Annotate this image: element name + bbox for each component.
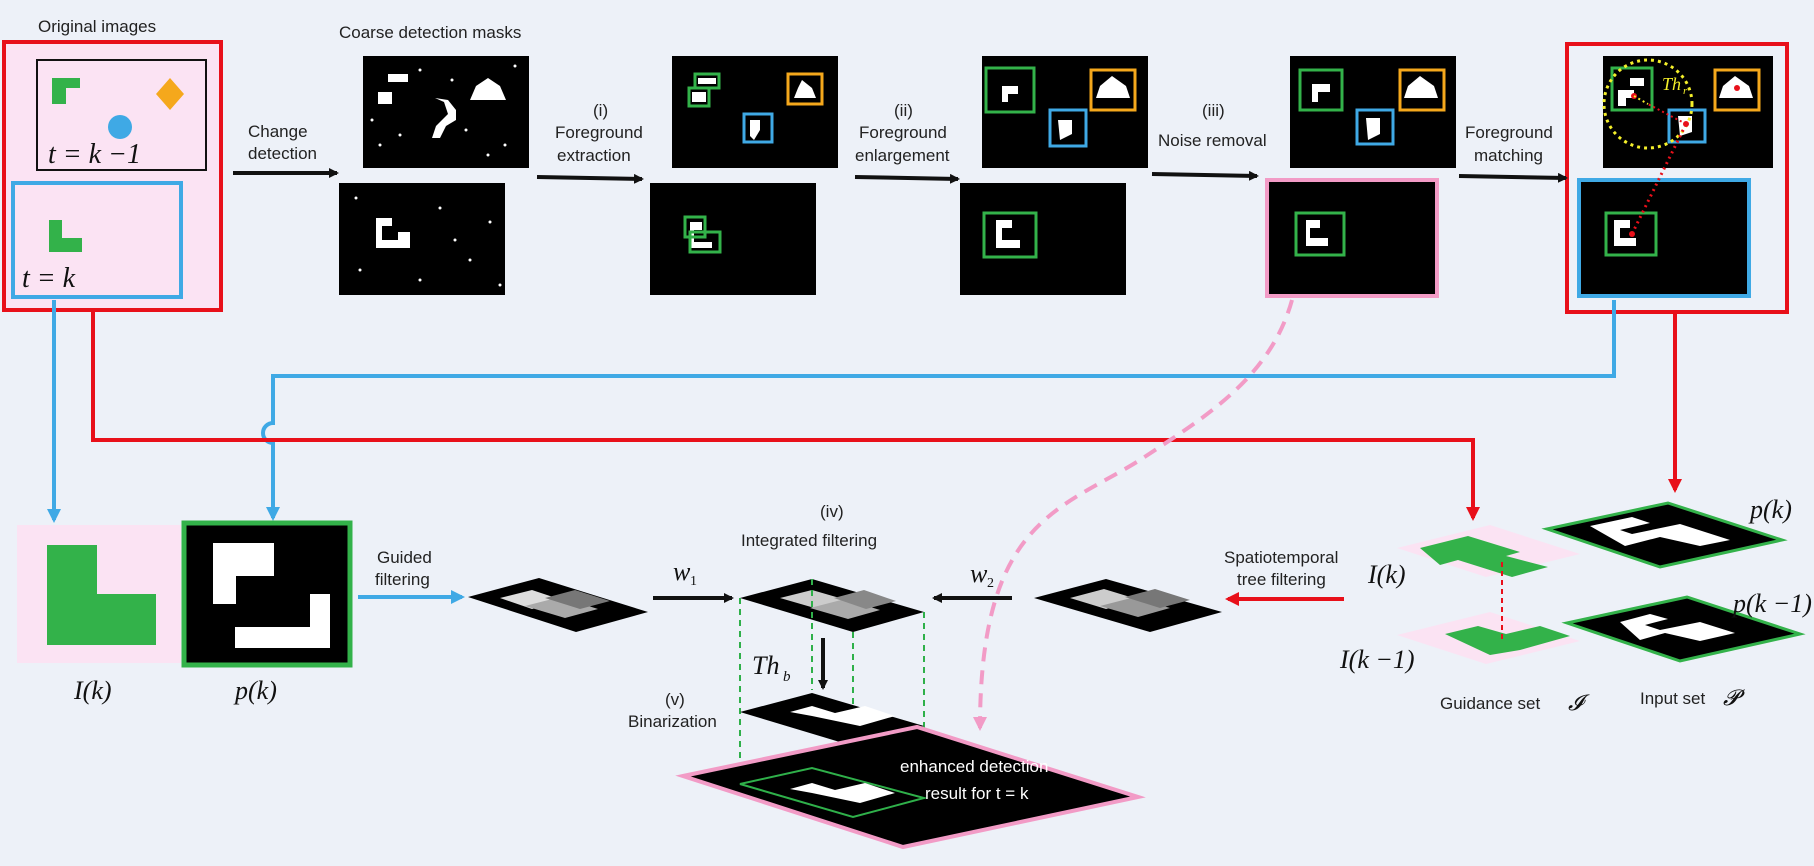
Ik-label: I(k) (73, 676, 112, 705)
orange-diamond-shape (156, 78, 184, 110)
arrow-foreground-matching (1458, 172, 1568, 183)
mask-matching-k (1577, 123, 1751, 298)
input-set-label: Input set (1640, 689, 1705, 708)
arrow-step-i (536, 173, 644, 184)
guided-filtering-label: Guided filtering (375, 548, 432, 589)
change-detection-label: Change detection (248, 122, 317, 163)
thr-label: Th (1662, 74, 1681, 94)
arrow-step-ii (854, 173, 960, 184)
step-ii-label: (ii) Foreground enlargement (855, 101, 950, 165)
binarized-result (740, 693, 924, 746)
green-object-shape (52, 78, 80, 104)
step-iii-label: (iii) Noise removal (1158, 101, 1267, 150)
svg-text:Foreground: Foreground (555, 123, 643, 142)
svg-text:Noise removal: Noise removal (1158, 131, 1267, 150)
t-km1-label: t = k −1 (48, 139, 141, 170)
Ik-set-label: I(k) (1367, 560, 1406, 589)
svg-text:matching: matching (1474, 146, 1543, 165)
svg-text:(iii): (iii) (1202, 101, 1225, 120)
mask-foreground-enlargement-km1 (982, 56, 1148, 168)
svg-text:Spatiotemporal: Spatiotemporal (1224, 548, 1338, 567)
step-i-label: (i) Foreground extraction (555, 101, 643, 165)
step-v-label: (v) Binarization (628, 690, 717, 731)
svg-text:detection: detection (248, 144, 317, 163)
mask-matching-km1: Th r (1602, 56, 1773, 168)
svg-text:Foreground: Foreground (859, 123, 947, 142)
coarse-mask-k (339, 183, 505, 295)
mask-noise-removal-km1 (1290, 56, 1456, 168)
thb-label: Th (752, 651, 779, 680)
thr-sub: r (1683, 85, 1688, 97)
mask-foreground-extraction-km1 (672, 56, 838, 168)
enhanced-result-label: enhanced detection result for t = k (900, 757, 1048, 803)
coarse-masks-label: Coarse detection masks (339, 23, 521, 42)
arrow-step-iii (1151, 170, 1259, 181)
spatiotemporal-label: Spatiotemporal tree filtering (1224, 548, 1338, 589)
input-pkm1-plane (1561, 595, 1806, 663)
enhanced-result-plane (675, 724, 1146, 850)
svg-text:(i): (i) (593, 101, 608, 120)
svg-text:Guided: Guided (377, 548, 432, 567)
tree-filter-result (1034, 579, 1222, 632)
svg-text:filtering: filtering (375, 570, 430, 589)
green-object-shape-k (49, 220, 82, 252)
svg-text:result for t = k: result for t = k (925, 784, 1029, 803)
svg-text:(iv): (iv) (820, 502, 844, 521)
t-k-label: t = k (22, 263, 76, 294)
original-images-label: Original images (38, 17, 156, 36)
svg-text:extraction: extraction (557, 146, 631, 165)
arrow-pink-dashed (973, 299, 1294, 731)
guidance-set-symbol: 𝓘 (1568, 690, 1590, 715)
svg-text:enhanced detection: enhanced detection (900, 757, 1048, 776)
frame-t-k (11, 181, 183, 299)
pk-set-label: p(k) (1748, 495, 1792, 524)
guided-filter-result (468, 578, 648, 632)
coarse-mask-km1 (363, 56, 529, 168)
svg-text:tree filtering: tree filtering (1237, 570, 1326, 589)
input-pk-plane (1541, 501, 1788, 569)
svg-text:Integrated filtering: Integrated filtering (741, 531, 877, 550)
svg-text:Change: Change (248, 122, 308, 141)
blue-circle-shape (108, 115, 132, 139)
svg-text:Foreground: Foreground (1465, 123, 1553, 142)
input-set-symbol: 𝓟 (1723, 685, 1745, 710)
svg-text:Binarization: Binarization (628, 712, 717, 731)
thb-sub: b (783, 669, 791, 685)
Ikm1-set-label: I(k −1) (1339, 645, 1415, 674)
mask-foreground-enlargement-k (960, 183, 1126, 295)
w1-label: w (673, 557, 691, 586)
mask-noise-removal-k (1265, 178, 1439, 298)
w2-label: w (970, 559, 988, 588)
arrow-red-to-guidance (91, 312, 1480, 521)
svg-text:(ii): (ii) (894, 101, 913, 120)
pk-white-shape (213, 543, 330, 648)
pkm1-set-label: p(k −1) (1731, 589, 1812, 618)
w2-sub: 2 (987, 576, 994, 591)
w1-sub: 1 (690, 574, 697, 589)
integrated-filter-result (740, 579, 924, 632)
guidance-set-label: Guidance set (1440, 694, 1540, 713)
guidance-Ikm1-plane (1397, 612, 1580, 664)
mask-foreground-extraction-k (650, 183, 816, 295)
foreground-matching-label: Foreground matching (1465, 123, 1553, 165)
pk-label: p(k) (233, 676, 277, 705)
arrow-blue-to-pk (261, 300, 1616, 521)
step-iv-label: (iv) Integrated filtering (741, 502, 877, 550)
svg-text:enlargement: enlargement (855, 146, 950, 165)
Ik-green-shape (47, 545, 156, 645)
svg-text:(v): (v) (665, 690, 685, 709)
guidance-Ik-plane (1397, 525, 1580, 577)
